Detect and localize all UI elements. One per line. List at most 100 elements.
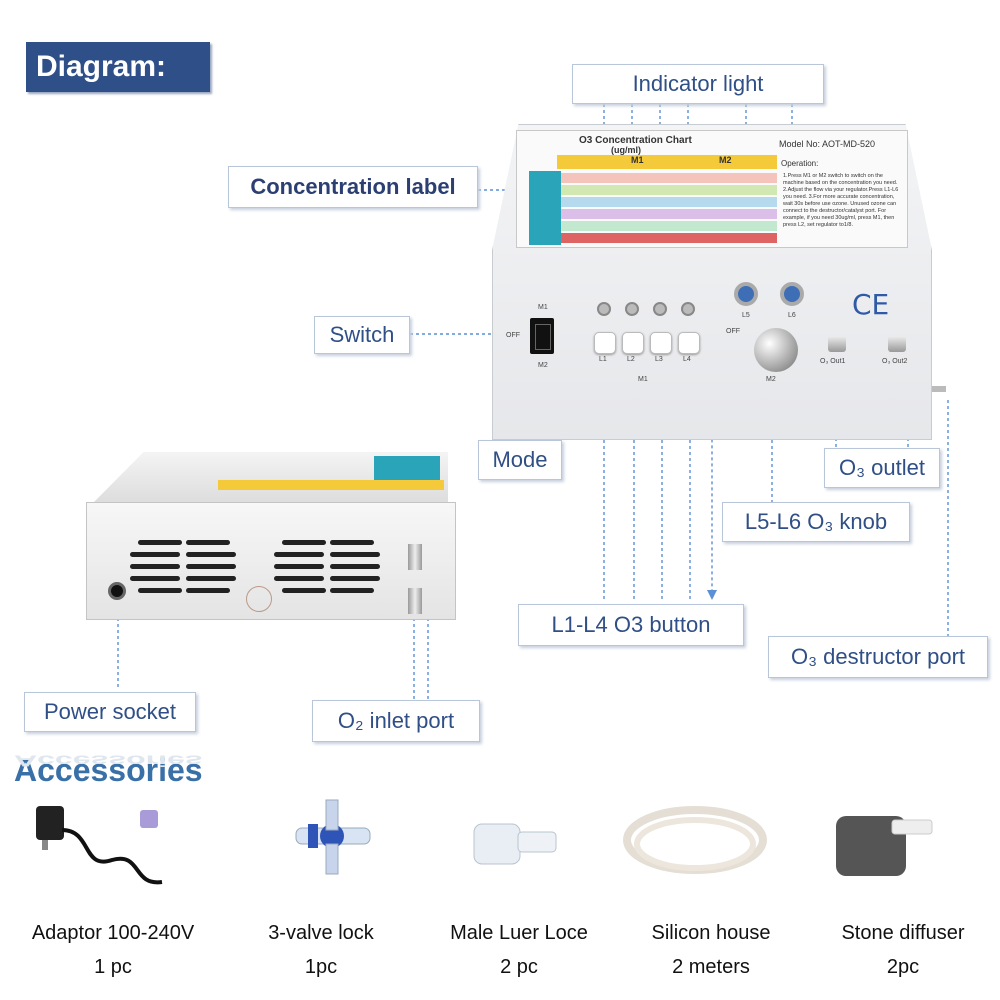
rear-sticker-yellow — [218, 480, 444, 490]
o2-inlet-port-2 — [408, 588, 422, 614]
accessory-qty-adaptor: 1 pc — [94, 956, 132, 978]
vent-grille-left — [130, 536, 242, 596]
accessory-name-silicon: Silicon house — [651, 922, 771, 944]
diagram-title: Diagram: — [26, 42, 210, 92]
callout-indicator-light: Indicator light — [572, 64, 824, 104]
sticker-row — [561, 221, 777, 231]
vent-slot — [330, 564, 380, 569]
ce-mark-icon: CE — [852, 288, 890, 321]
destructor-nozzle — [932, 386, 946, 392]
l5-l6-knob[interactable] — [754, 328, 798, 372]
knob-label-off: OFF — [726, 328, 740, 335]
silicone-tube-image — [623, 806, 767, 874]
switch-label-m2: M2 — [538, 362, 548, 369]
vent-slot — [282, 588, 326, 593]
arrowhead-icon — [707, 590, 717, 600]
vent-slot — [138, 540, 182, 545]
button-label-l1: L1 — [599, 356, 607, 363]
button-label-l3: L3 — [655, 356, 663, 363]
sticker-row — [561, 173, 777, 183]
callout-concentration-label: Concentration label — [228, 166, 478, 208]
button-label-l4: L4 — [683, 356, 691, 363]
led-label-l5: L5 — [742, 312, 750, 319]
sticker-row — [561, 185, 777, 195]
o3-outlet-1 — [828, 336, 846, 352]
stone-diffuser-image — [836, 816, 933, 876]
callout-power-socket: Power socket — [24, 692, 196, 732]
accessory-qty-stone: 2pc — [886, 956, 920, 978]
accessory-qty-silicon: 2 meters — [672, 956, 750, 978]
vent-slot — [274, 564, 324, 569]
three-valve-lock-image — [295, 799, 371, 875]
indicator-led-l6 — [780, 282, 804, 306]
vent-slot — [186, 540, 230, 545]
adaptor-image — [36, 806, 163, 885]
button-label-l2: L2 — [627, 356, 635, 363]
accessory-name-valve: 3-valve lock — [268, 922, 374, 944]
vent-slot — [186, 552, 236, 557]
callout-l1-l4-button: L1-L4 O3 button — [518, 604, 744, 646]
vent-slot — [130, 552, 180, 557]
vent-slot — [186, 588, 230, 593]
sticker-row — [561, 233, 777, 243]
indicator-led-l3 — [653, 302, 667, 316]
accessory-name-luer: Male Luer Loce — [450, 922, 588, 944]
vent-slot — [138, 588, 182, 593]
vent-slot — [330, 576, 380, 581]
ozone-generator-rear — [82, 452, 460, 622]
vent-slot — [274, 576, 324, 581]
vent-slot — [330, 588, 374, 593]
o3-outlet-2 — [888, 336, 906, 352]
o2-inlet-port-1 — [408, 544, 422, 570]
callout-knob: L5-L6 O₃ knob — [722, 502, 910, 542]
indicator-led-l1 — [597, 302, 611, 316]
sticker-model: Model No: AOT-MD-520 — [779, 139, 876, 149]
knob-label-m2: M2 — [766, 376, 776, 383]
button-l3[interactable] — [650, 332, 672, 354]
luer-connector-image — [473, 823, 557, 865]
callout-switch: Switch — [314, 316, 410, 354]
accessories-title: Accessories — [14, 752, 203, 788]
sticker-row — [561, 209, 777, 219]
vent-slot — [330, 540, 374, 545]
indicator-led-l5 — [734, 282, 758, 306]
vent-slot — [282, 540, 326, 545]
accessory-name-adaptor: Adaptor 100-240V — [31, 922, 195, 944]
sticker-flow-column — [529, 171, 561, 245]
button-l2[interactable] — [622, 332, 644, 354]
vent-slot — [330, 552, 380, 557]
concentration-chart-sticker: M1 M2 O3 Concentration Chart (ug/ml) Mod… — [516, 130, 908, 248]
sticker-m1: M1 — [631, 155, 644, 165]
callout-o2-inlet: O₂ inlet port — [312, 700, 480, 742]
callout-o3-outlet: O₃ outlet — [824, 448, 940, 488]
vent-slot — [186, 576, 236, 581]
sticker-title: O3 Concentration Chart — [579, 135, 692, 146]
ozone-generator-front: M1 M2 O3 Concentration Chart (ug/ml) Mod… — [492, 124, 946, 440]
sticker-operation-heading: Operation: — [781, 159, 819, 168]
qc-stamp-icon — [246, 586, 272, 612]
accessory-qty-valve: 1pc — [304, 956, 338, 978]
button-l4[interactable] — [678, 332, 700, 354]
sticker-operation-text: 1.Press M1 or M2 switch to switch on the… — [783, 173, 899, 228]
button-l1[interactable] — [594, 332, 616, 354]
outlet-label-2: O₃ Out2 — [882, 358, 908, 365]
accessory-name-stone: Stone diffuser — [841, 922, 965, 944]
vent-slot — [130, 576, 180, 581]
accessories-title-reflection: Accessories — [14, 752, 203, 770]
vent-grille-right — [274, 536, 386, 596]
vent-slot — [274, 552, 324, 557]
callout-mode: Mode — [478, 440, 562, 480]
callout-destructor-port: O₃ destructor port — [768, 636, 988, 678]
sticker-m2: M2 — [719, 155, 732, 165]
rear-top — [94, 452, 448, 502]
led-label-l6: L6 — [788, 312, 796, 319]
sticker-mode-bar — [557, 155, 777, 169]
mode-switch[interactable] — [530, 318, 554, 354]
indicator-led-l4 — [681, 302, 695, 316]
switch-label-m1: M1 — [538, 304, 548, 311]
rear-sticker-teal — [374, 456, 440, 480]
switch-label-off: OFF — [506, 332, 520, 339]
vent-slot — [186, 564, 236, 569]
power-socket-icon — [108, 582, 126, 600]
knob-label-m1: M1 — [638, 376, 648, 383]
